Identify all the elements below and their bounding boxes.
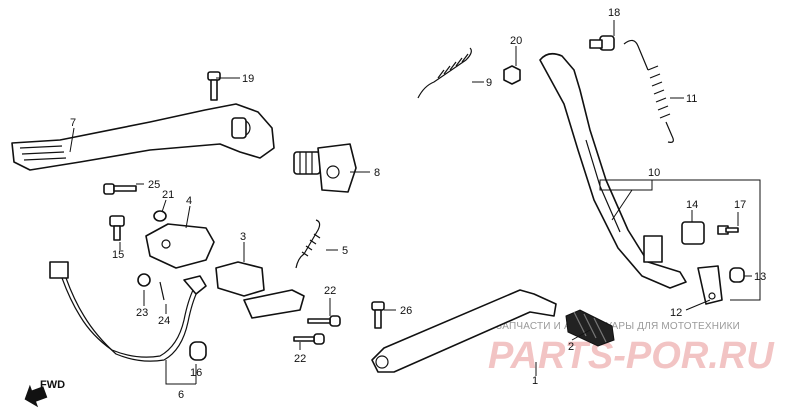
fwd-label: FWD bbox=[40, 379, 65, 391]
callout-11: 11 bbox=[686, 93, 697, 105]
callout-16: 16 bbox=[190, 367, 202, 379]
callout-13: 13 bbox=[754, 271, 766, 283]
part-bolt-26 bbox=[371, 301, 385, 329]
callout-18: 18 bbox=[608, 7, 620, 19]
part-screw-22b bbox=[293, 333, 325, 345]
callout-24: 24 bbox=[158, 315, 170, 327]
part-kick-lever bbox=[371, 289, 557, 373]
callout-labels: 1 2 3 4 5 6 7 8 9 10 11 12 13 14 15 16 1… bbox=[70, 7, 766, 401]
part-screw-22a bbox=[307, 315, 341, 327]
part-brake-pedal bbox=[11, 103, 275, 171]
callout-1: 1 bbox=[532, 375, 538, 387]
part-washer-21 bbox=[153, 210, 167, 222]
part-switch-3 bbox=[215, 261, 305, 319]
leader-lines bbox=[69, 20, 761, 385]
callout-21: 21 bbox=[162, 189, 174, 201]
callout-10: 10 bbox=[648, 167, 660, 179]
callout-23: 23 bbox=[136, 307, 148, 319]
part-side-stand bbox=[539, 52, 687, 289]
part-bracket-4 bbox=[145, 223, 215, 269]
part-grommet-16 bbox=[189, 341, 207, 361]
callout-25: 25 bbox=[148, 179, 160, 191]
part-pivot-shaft bbox=[293, 143, 357, 193]
callout-15: 15 bbox=[112, 249, 124, 261]
callout-20: 20 bbox=[510, 35, 522, 47]
watermark-caption: ЗАПЧАСТИ И АКСЕССУАРЫ ДЛЯ МОТОТЕХНИКИ bbox=[496, 321, 740, 332]
part-bolt-19 bbox=[207, 71, 221, 101]
callout-22-upper: 22 bbox=[324, 285, 336, 297]
callout-22-lower: 22 bbox=[294, 353, 306, 365]
callout-26: 26 bbox=[400, 305, 412, 317]
part-bolt-17 bbox=[717, 225, 739, 235]
callout-12: 12 bbox=[670, 307, 682, 319]
callout-17: 17 bbox=[734, 199, 746, 211]
part-spring-9 bbox=[417, 47, 472, 99]
callout-6: 6 bbox=[178, 389, 184, 401]
part-nut-20 bbox=[503, 65, 521, 85]
part-bolt-18 bbox=[589, 35, 615, 51]
callout-5: 5 bbox=[342, 245, 348, 257]
part-rubber-grip bbox=[565, 309, 615, 347]
part-wire-harness bbox=[49, 261, 207, 362]
callout-3: 3 bbox=[240, 231, 246, 243]
part-spring-5 bbox=[295, 219, 321, 269]
part-bolt-25 bbox=[103, 183, 137, 195]
callout-4: 4 bbox=[186, 195, 192, 207]
callout-7: 7 bbox=[70, 117, 76, 129]
part-bolt-15 bbox=[109, 215, 125, 241]
callout-9: 9 bbox=[486, 77, 492, 89]
part-bracket-14 bbox=[681, 221, 705, 245]
part-pin-24 bbox=[159, 281, 165, 301]
watermark-brand: PARTS-POR.RU bbox=[488, 335, 775, 377]
callout-14: 14 bbox=[686, 199, 698, 211]
callout-8: 8 bbox=[374, 167, 380, 179]
part-spring-11 bbox=[623, 39, 674, 143]
callout-2: 2 bbox=[568, 341, 574, 353]
part-collar-13 bbox=[729, 267, 745, 283]
part-plate-12 bbox=[697, 265, 723, 305]
part-washer-23 bbox=[137, 273, 151, 287]
fwd-arrow-icon bbox=[24, 384, 48, 408]
callout-19: 19 bbox=[242, 73, 254, 85]
